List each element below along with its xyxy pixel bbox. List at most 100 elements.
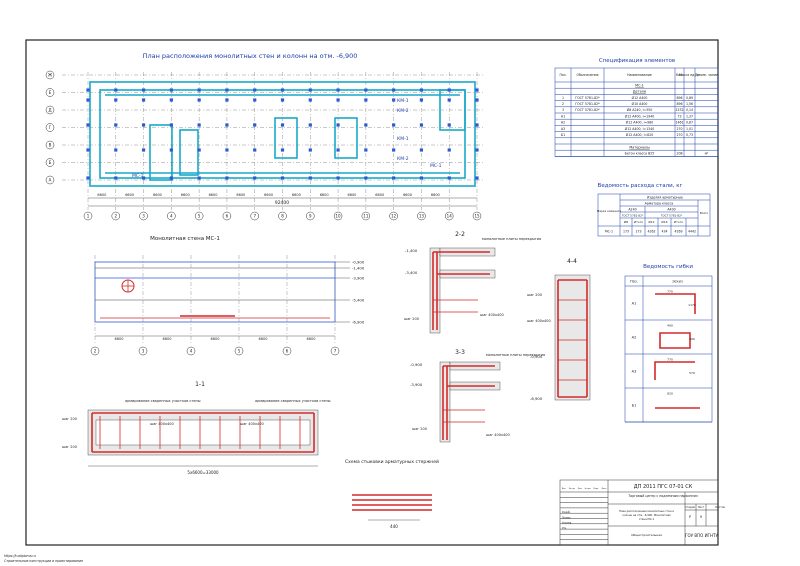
stamp-text: План расположения монолитных стен и [619,509,674,513]
axis-label: 2 [94,349,97,354]
stamp-text: стена МС-1 [639,517,655,521]
axis-label: 9 [309,214,312,219]
spec-cell: 0,14 [686,108,693,112]
span-label: 6600 [320,193,329,197]
column-mark [197,148,201,152]
stamp-text: колонн на отм. -6,900. Монолитная [622,513,671,517]
column-mark [419,176,424,180]
steel-cell: Ø12 [648,219,654,224]
spec-cell: 1461 [675,121,683,125]
column-mark [169,148,173,152]
axis-bubble [234,346,244,356]
steel-cell: Всего [700,211,709,215]
steel-cell: 173 [623,230,629,234]
axis-bubble [45,88,55,97]
plan-outer-wall [89,81,476,187]
level-label: -0,900 [530,354,543,359]
column-mark [336,88,340,92]
column-mark [308,88,312,92]
spec-cell: 1,01 [686,127,693,131]
span-label: 6600 [125,193,134,197]
column-mark [114,148,118,152]
axis-label: 7 [253,214,256,219]
step-callout: шаг 400х400 [527,319,551,323]
axis-bubble [472,211,482,221]
axis-label: 5 [238,349,241,354]
column-mark [141,123,146,127]
column-mark [336,98,340,102]
column-mark [253,123,257,127]
axis-bubble [45,123,55,132]
axis-bubble [389,211,398,221]
spec-cell: Б1 [561,133,565,137]
axis-bubble [111,211,121,221]
span-label: 6600 [264,193,273,197]
axis-bubble [45,105,55,115]
column-mark [364,88,368,92]
spec-cell: 896 [676,102,682,106]
plan-stair-core-4 [334,117,358,159]
step-callout: шаг 400х400 [486,433,510,437]
spec-cell: 896 [676,96,682,100]
axis-label: Б [49,160,52,165]
plan-stair-core-5 [439,89,466,131]
span-label: 6600 [431,193,440,197]
steel-cell: Марка элемента [597,209,622,213]
spec-section: МС-1 [635,83,644,87]
axis-bubble [139,211,148,221]
wall-elevation: Монолитная стена МС-1 -0,900-1,400-3,900… [90,236,365,356]
drawing-frame [25,39,719,546]
column-mark [86,176,90,180]
axis-label: 4 [170,214,173,219]
spec-cell: 208 [676,152,682,156]
axis-bubble [83,211,93,221]
column-mark [419,123,424,127]
spec-cell: Бетон класса В25 [625,152,655,156]
steel-cell: Ø8 [624,219,628,224]
spec-cell: ГОСТ 5781-82* [575,102,600,106]
column-mark [280,148,285,152]
axis-label: В [49,143,52,148]
axis-bubble [444,211,454,221]
wall-mark-km2-b: КМ-2 [397,156,409,162]
steel-cell: 4262 [647,230,655,234]
span-label: 6600 [209,193,218,197]
spec-cell: 1,37 [686,114,693,118]
column-mark [114,123,118,127]
bend-pos: А3 [632,370,637,374]
spec-cell: 0,89 [686,96,693,100]
span-label: 6600 [259,337,268,341]
steel-cell: ГОСТ 5781-82* [622,214,644,218]
column-mark [253,98,257,102]
stamp-text: Листов [715,505,725,509]
axis-label: 10 [336,214,342,219]
stamp-text: Разраб. [562,511,571,514]
plan-title: План расположения монолитных стен и коло… [143,52,358,60]
column-mark [225,148,229,152]
bend-pos: А2 [632,336,637,340]
column-mark [141,98,146,102]
column-mark [392,88,396,92]
axis-bubble [90,346,100,356]
section-3-3: 3-3 -0,900 -3,900 монолитные плиты перек… [410,349,545,443]
stamp-text: Дата [602,488,607,490]
wall-mark-km1-a: КМ-1 [397,98,409,104]
section-2-2-title: 2-2 [455,231,465,238]
stamp-text: Подп. [593,488,599,490]
stamp-text: № док. [585,487,592,490]
column-mark [225,176,229,180]
column-mark [447,176,451,180]
plan-stair-core-3 [274,117,298,159]
span-label: 6600 [375,193,384,197]
steel-cell: Итого [674,220,683,224]
span-label: 6600 [348,193,357,197]
step-callout: шаг 400х400 [150,422,174,426]
steel-cell: Арматура класса [645,202,674,206]
bend-dim: 1170 [688,303,696,307]
axis-label: 6 [286,349,289,354]
slab-callout: монолитные плиты перекрытия [486,353,545,357]
axis-bubble [45,158,55,167]
section-1-1: 1-1 армирование сваренных участков стены… [62,381,331,475]
stamp-text: Лист [578,488,583,490]
step-callout: шаг 400х400 [240,422,264,426]
